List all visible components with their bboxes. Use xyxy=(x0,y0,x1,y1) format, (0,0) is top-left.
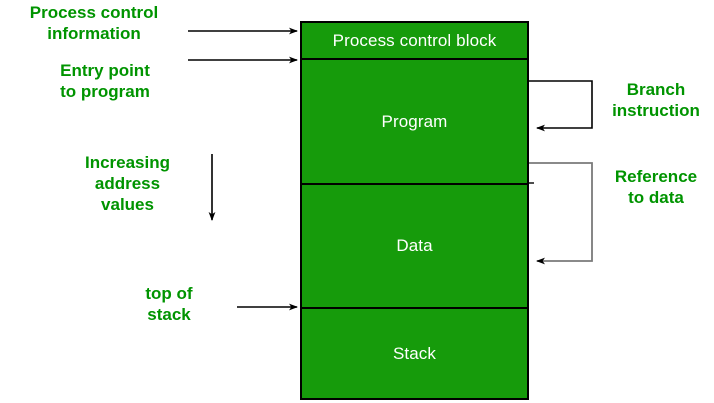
bracket-reference-to-data xyxy=(529,162,593,265)
segment-process-control-block: Process control block xyxy=(302,23,527,60)
segment-program: Program xyxy=(302,60,527,185)
label-increasing-address-values: Increasing address values xyxy=(84,153,171,214)
segment-data: Data xyxy=(302,185,527,309)
label-reference-to-data: Reference to data xyxy=(614,167,698,207)
label-entry-point-to-program: Entry point to program xyxy=(60,61,150,101)
process-image-block: Process control block Program Data Stack xyxy=(300,21,529,400)
segment-stack: Stack xyxy=(302,309,527,398)
label-process-control-information: Process control information xyxy=(29,3,159,43)
label-top-of-stack: top of stack xyxy=(145,284,193,324)
bracket-branch-instruction xyxy=(529,80,593,132)
segment-label: Program xyxy=(381,111,448,131)
label-branch-instruction: Branch instruction xyxy=(612,80,700,120)
segment-label: Stack xyxy=(392,343,437,363)
segment-label: Data xyxy=(396,236,433,255)
segment-label: Process control block xyxy=(332,30,497,50)
